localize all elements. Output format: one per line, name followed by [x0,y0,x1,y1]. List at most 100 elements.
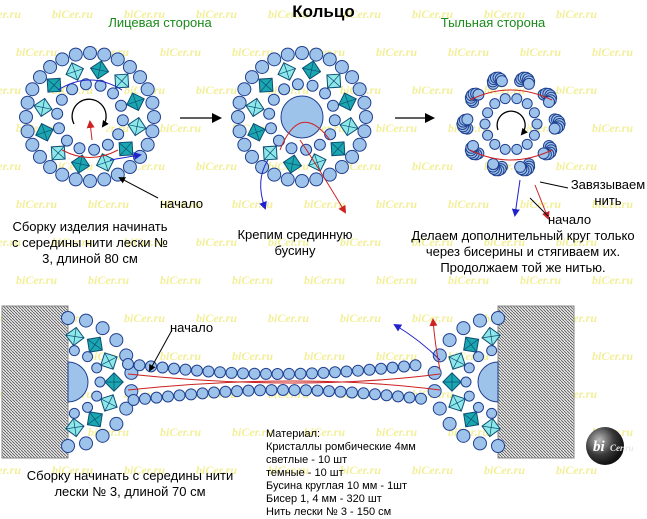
seed-bead [489,138,501,150]
seed-bead [55,52,70,67]
seed-bead [119,401,134,416]
watermark-text: biCer.ru [196,7,237,21]
watermark-text: biCer.ru [376,121,417,135]
seed-bead [363,363,376,376]
seed-bead [55,167,70,182]
seed-bead [267,93,280,106]
seed-bead [156,361,169,374]
seed-bead [334,160,349,175]
seed-bead [255,59,270,74]
seed-bead [427,365,442,380]
seed-bead [232,124,247,139]
seed-bead [140,82,155,97]
watermark-text: biCer.ru [556,7,597,21]
seed-bead [242,384,255,397]
seed-bead [122,358,134,370]
seed-bead [237,137,252,152]
crystal-light [65,326,85,347]
bead-chain [122,318,441,406]
watermark-text: biCer.ru [448,45,489,59]
seed-bead [542,96,555,109]
seed-bead [352,137,367,152]
seed-bead [329,366,341,379]
watermark-text: biCer.ru [0,463,21,477]
center-bead-half [477,361,499,403]
thread-blue-out [259,159,269,210]
crystal-light [277,62,297,81]
seed-bead [110,52,125,67]
watermark-text: biCer.ru [232,45,273,59]
seed-bead [456,321,471,336]
seed-bead [334,385,347,398]
watermark-text: biCer.ru [304,349,345,363]
watermark-text: biCer.ru [196,463,237,477]
seed-bead [115,99,128,112]
watermark-text: biCer.ru [232,197,273,211]
watermark-text: biCer.ru [556,463,597,477]
crystal-dark [86,336,103,353]
watermark-text: biCer.ru [376,197,417,211]
crystal-dark [282,154,303,174]
ring-middle [231,46,373,214]
seed-bead [345,70,360,85]
watermark-text: biCer.ru [88,273,129,287]
arrow [511,179,521,217]
pointer-start-1 [118,177,159,199]
seed-bead [528,107,540,119]
seed-bead [32,149,47,164]
seed-bead [522,77,535,90]
crystal-light [339,116,359,137]
seed-bead [432,401,447,416]
seed-bead [82,351,94,363]
seed-bead [346,386,358,399]
seed-bead [133,359,146,372]
watermark-text: biCer.ru [556,83,597,97]
crystal-dark [463,336,480,353]
crystal-dark [104,372,124,392]
seed-bead [109,416,124,431]
seed-bead [52,122,65,135]
arrow [109,152,142,161]
seed-bead [486,345,498,357]
seed-bead [61,311,75,325]
bicer-logo: bi Cer.ru [586,427,633,465]
watermark-text: biCer.ru [160,45,201,59]
center-bead-half [67,361,89,403]
seed-bead [415,392,427,405]
seed-bead [122,59,137,74]
seed-bead [150,391,163,404]
crystal-light [448,394,466,412]
seed-bead [472,351,484,363]
seed-bead [313,138,326,151]
seed-bead [263,107,276,120]
seed-bead [499,93,511,105]
crystal-light [33,97,53,118]
seed-bead [83,174,97,188]
watermark-text: biCer.ru [52,7,93,21]
seed-bead [60,134,73,147]
watermark-text: biCer.ru [448,273,489,287]
seed-bead [208,386,220,399]
seed-bead [112,128,125,141]
seed-bead [442,416,457,431]
seed-bead [375,362,387,375]
watermark-text: biCer.ru [340,463,381,477]
seed-bead [323,385,335,398]
seed-bead [511,93,523,105]
seed-bead [97,47,112,62]
seed-bead [409,359,422,372]
watermark-text: biCer.ru [0,83,21,97]
thread-line [469,89,553,101]
watermark-text: biCer.ru [52,463,93,477]
seed-bead [145,360,157,373]
seed-bead [456,428,471,443]
direction-arrow [71,98,109,128]
watermark-text: biCer.ru [412,235,453,249]
watermark-text: biCer.ru [340,311,381,325]
watermark-text: biCer.ru [376,273,417,287]
crystal-light [114,73,130,89]
watermark-text: biCer.ru [160,273,201,287]
seed-bead [472,436,487,451]
seed-bead [73,142,86,155]
crystal-light [65,62,85,81]
